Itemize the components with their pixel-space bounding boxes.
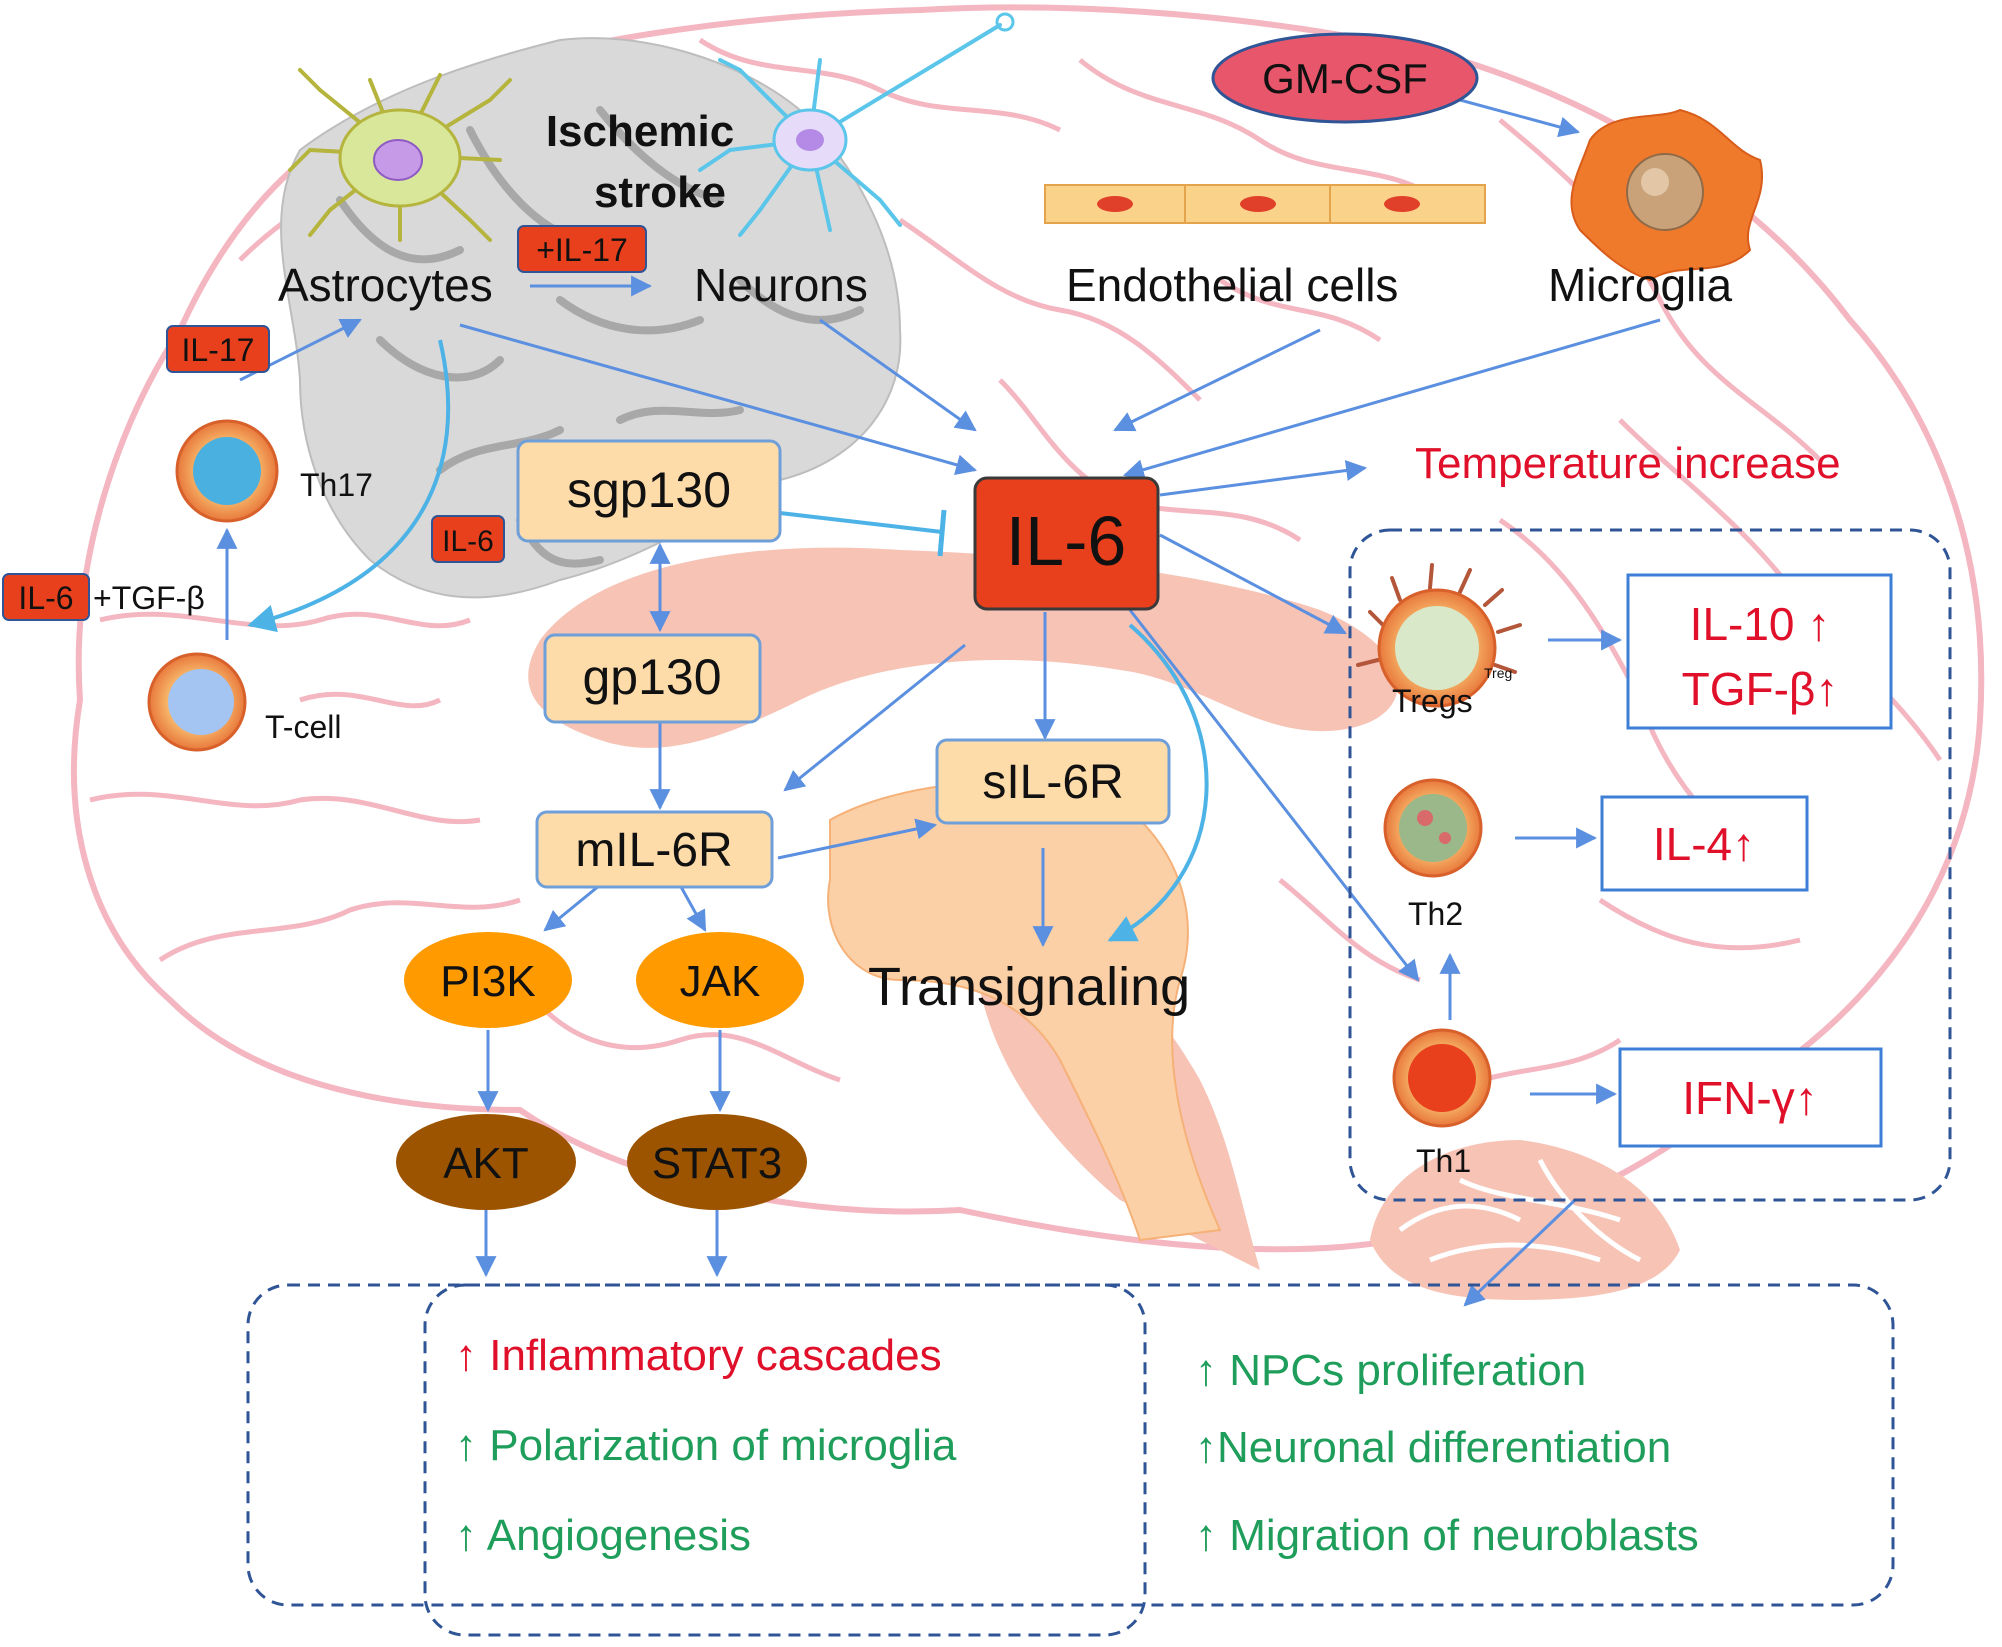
- ifng-box: IFN-γ↑: [1618, 1047, 1883, 1148]
- effect-right-0: ↑ NPCs proliferation: [1195, 1346, 1586, 1395]
- tcell-icon: [147, 652, 247, 752]
- arrow-il6-mil6r: [783, 643, 966, 792]
- akt-node: AKT: [396, 1114, 576, 1210]
- il4-label: IL-4↑: [1653, 818, 1755, 870]
- arrow-neurons-il6: [819, 318, 977, 432]
- mil6r-node: mIL-6R: [535, 810, 774, 889]
- pi3k-label: PI3K: [440, 957, 535, 1006]
- arrow-il6-tregs: [1159, 533, 1347, 635]
- th17-cell-icon: [175, 419, 279, 523]
- il6-label: IL-6: [1006, 502, 1127, 580]
- sgp130-node: sgp130: [516, 439, 782, 543]
- akt-label: AKT: [443, 1139, 529, 1188]
- ischemic-label: Ischemic: [546, 107, 734, 156]
- inhibit-sgp130-il6: [779, 511, 943, 534]
- astrocyte-icon: [288, 68, 512, 242]
- microglia-label: Microglia: [1548, 259, 1732, 311]
- arrow-astro-il6: [459, 323, 978, 475]
- il6-node: IL-6: [973, 476, 1160, 611]
- gp130-node: gp130: [543, 633, 762, 724]
- th1-cell-icon: [1392, 1028, 1492, 1128]
- effects-right-list: ↑ NPCs proliferation ↑Neuronal different…: [1195, 1346, 1699, 1560]
- il17-badge-left: IL-17: [166, 325, 270, 373]
- il10-tgfb-box: IL-10 ↑ TGF-β↑: [1626, 573, 1893, 730]
- dashed-groups: [246, 528, 1952, 1637]
- il10-label: IL-10 ↑: [1690, 598, 1831, 650]
- inhibit-bar: [937, 509, 947, 557]
- jak-node: JAK: [636, 932, 804, 1028]
- sil6r-label: sIL-6R: [982, 756, 1123, 809]
- tgf-beta-label: +TGF-β: [93, 580, 205, 616]
- arrow-il6-temperature: [1159, 460, 1368, 497]
- transignaling-label: Transignaling: [868, 957, 1190, 1017]
- effect-right-1: ↑Neuronal differentiation: [1195, 1423, 1671, 1472]
- il17-badge-left-label: IL-17: [182, 332, 255, 368]
- curve-il6-transignaling: [1107, 623, 1209, 942]
- th2-label: Th2: [1408, 896, 1463, 932]
- sgp130-label: sgp130: [567, 462, 731, 518]
- il17-badge-top-label: +IL-17: [536, 232, 628, 268]
- th2-cell-icon: [1383, 778, 1483, 878]
- arrow-mil6r-sil6r: [777, 818, 938, 860]
- arrow-gmcsf-microglia: [1459, 98, 1581, 138]
- ifng-label: IFN-γ↑: [1682, 1072, 1817, 1124]
- stat3-node: STAT3: [627, 1114, 807, 1210]
- gp130-label: gp130: [582, 649, 721, 705]
- curve-astro-tcell: [247, 339, 451, 633]
- gmcsf-label: GM-CSF: [1262, 55, 1428, 102]
- microglia-icon: [1570, 108, 1763, 282]
- cyan-connectors: [247, 339, 1209, 942]
- il6-badge-left-label: IL-6: [18, 580, 73, 616]
- treg-small-label: Treg: [1484, 665, 1512, 681]
- pi3k-node: PI3K: [404, 932, 572, 1028]
- effect-left-0: ↑ Inflammatory cascades: [455, 1331, 942, 1380]
- th1-label: Th1: [1416, 1143, 1471, 1179]
- effect-left-2: ↑ Angiogenesis: [455, 1511, 751, 1560]
- gmcsf-node: GM-CSF: [1211, 32, 1479, 124]
- arrow-mil6r-pi3k: [543, 883, 601, 932]
- arrow-il6-th1: [1128, 609, 1420, 982]
- arrow-endothelial-il6: [1113, 328, 1321, 432]
- immune-response-group: [1348, 528, 1952, 1202]
- effect-right-2: ↑ Migration of neuroblasts: [1195, 1511, 1699, 1560]
- arrow-microglia-il6: [1122, 318, 1661, 480]
- mil6r-label: mIL-6R: [575, 824, 732, 877]
- stroke-label: stroke: [594, 168, 726, 217]
- neuron-icon: [698, 12, 1015, 237]
- endothelial-cells-icon: [1044, 184, 1486, 224]
- temperature-label: Temperature increase: [1415, 439, 1841, 488]
- neurons-label: Neurons: [694, 259, 868, 311]
- treg-cell-icon: [1356, 563, 1522, 708]
- sil6r-node: sIL-6R: [935, 738, 1171, 825]
- jak-label: JAK: [680, 957, 761, 1006]
- arrow-cerebellum-effects: [1463, 1198, 1577, 1307]
- il17-badge-top: +IL-17: [517, 225, 647, 273]
- tgfb-label: TGF-β↑: [1682, 663, 1839, 715]
- effects-left-list: ↑ Inflammatory cascades ↑ Polarization o…: [455, 1331, 957, 1560]
- il6-badge-left: IL-6: [2, 573, 90, 621]
- th17-label: Th17: [300, 467, 373, 503]
- effect-left-1: ↑ Polarization of microglia: [455, 1421, 957, 1470]
- cerebellum: [1370, 1140, 1680, 1300]
- arrow-mil6r-jak: [678, 884, 707, 932]
- astrocytes-label: Astrocytes: [278, 259, 493, 311]
- stat3-label: STAT3: [652, 1139, 782, 1188]
- tregs-label: Tregs: [1392, 683, 1473, 719]
- effects-group-left: [423, 1283, 1147, 1637]
- endothelial-label: Endothelial cells: [1066, 259, 1398, 311]
- tcell-label: T-cell: [265, 709, 341, 745]
- il6-badge-mid: IL-6: [431, 515, 505, 563]
- il6-badge-mid-label: IL-6: [442, 525, 494, 558]
- il4-box: IL-4↑: [1600, 795, 1809, 892]
